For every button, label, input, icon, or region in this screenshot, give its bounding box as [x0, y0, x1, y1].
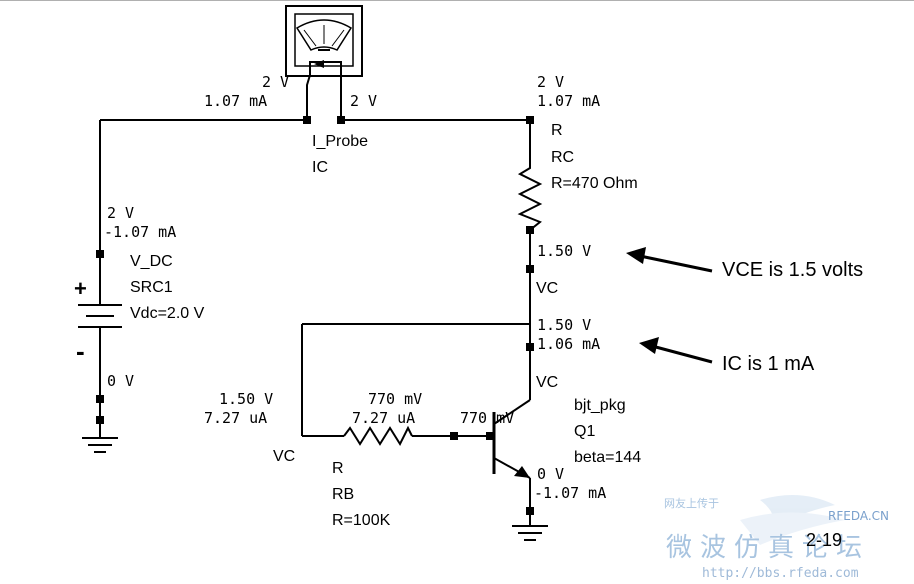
- source-node-current: -1.07 mA: [104, 223, 176, 241]
- ic-note: IC is 1 mA: [722, 353, 815, 375]
- base-left-voltage: 1.50 V: [219, 390, 273, 408]
- watermark-logo-icon: [740, 495, 845, 545]
- bjt-transistor-symbol[interactable]: [492, 392, 531, 495]
- collector-net-label: VC: [536, 374, 558, 391]
- collector-voltage: 1.50 V: [537, 316, 591, 334]
- bjt-beta-label: beta=144: [574, 449, 641, 466]
- rc-node-voltage: 2 V: [537, 73, 564, 91]
- wires: [99, 119, 531, 525]
- probe-type-label: I_Probe: [312, 133, 368, 150]
- watermark-brand: RFEDA.CN: [828, 509, 889, 523]
- resistor-rb-symbol[interactable]: [343, 425, 413, 447]
- rb-instance-label: RB: [332, 486, 354, 503]
- bjt-instance-label: Q1: [574, 423, 595, 440]
- vce-node-voltage: 1.50 V: [537, 242, 591, 260]
- watermark-url: http://bbs.rfeda.com: [702, 566, 859, 581]
- base-voltage: 770 mV: [460, 409, 514, 427]
- ground-icon: [82, 432, 118, 453]
- rc-value-label: R=470 Ohm: [551, 175, 638, 192]
- source-value-label: Vdc=2.0 V: [130, 305, 205, 322]
- base-left-current: 7.27 uA: [204, 409, 267, 427]
- rc-node-current: 1.07 mA: [537, 92, 600, 110]
- source-instance-label: SRC1: [130, 279, 173, 296]
- arrow-vce-icon: [626, 247, 713, 273]
- figure-number: 2-19: [806, 530, 842, 550]
- probe-right-voltage: 2 V: [350, 92, 377, 110]
- vce-net-label: VC: [536, 280, 558, 297]
- source-minus-sign: -: [76, 336, 85, 366]
- emitter-voltage: 0 V: [537, 465, 564, 483]
- watermark-small-text: 网友上传于: [664, 496, 719, 510]
- vce-note: VCE is 1.5 volts: [722, 259, 863, 281]
- emitter-current: -1.07 mA: [534, 484, 606, 502]
- resistor-rc-symbol[interactable]: [517, 160, 543, 231]
- rc-type-label: R: [551, 122, 563, 139]
- rc-instance-label: RC: [551, 149, 574, 166]
- ground-icon: [512, 525, 548, 541]
- arrow-ic-icon: [639, 337, 713, 364]
- rb-type-label: R: [332, 460, 344, 477]
- source-type-label: V_DC: [130, 253, 173, 270]
- source-node-voltage: 2 V: [107, 204, 134, 222]
- probe-top-voltage: 2 V: [262, 73, 289, 91]
- source-plus-sign: +: [74, 276, 87, 301]
- rb-right-voltage: 770 mV: [368, 390, 422, 408]
- base-left-net-label: VC: [273, 448, 295, 465]
- ammeter-icon[interactable]: [285, 5, 363, 77]
- rb-current: 7.27 uA: [352, 409, 415, 427]
- watermark-title: 微波仿真论坛: [666, 533, 870, 563]
- source-ground-voltage: 0 V: [107, 372, 134, 390]
- bjt-package-label: bjt_pkg: [574, 397, 626, 414]
- probe-internal-path: [306, 60, 342, 118]
- collector-current: 1.06 mA: [537, 335, 600, 353]
- dc-source-symbol[interactable]: [78, 253, 122, 330]
- rb-value-label: R=100K: [332, 512, 391, 529]
- probe-current: 1.07 mA: [204, 92, 267, 110]
- probe-instance-label: IC: [312, 159, 328, 176]
